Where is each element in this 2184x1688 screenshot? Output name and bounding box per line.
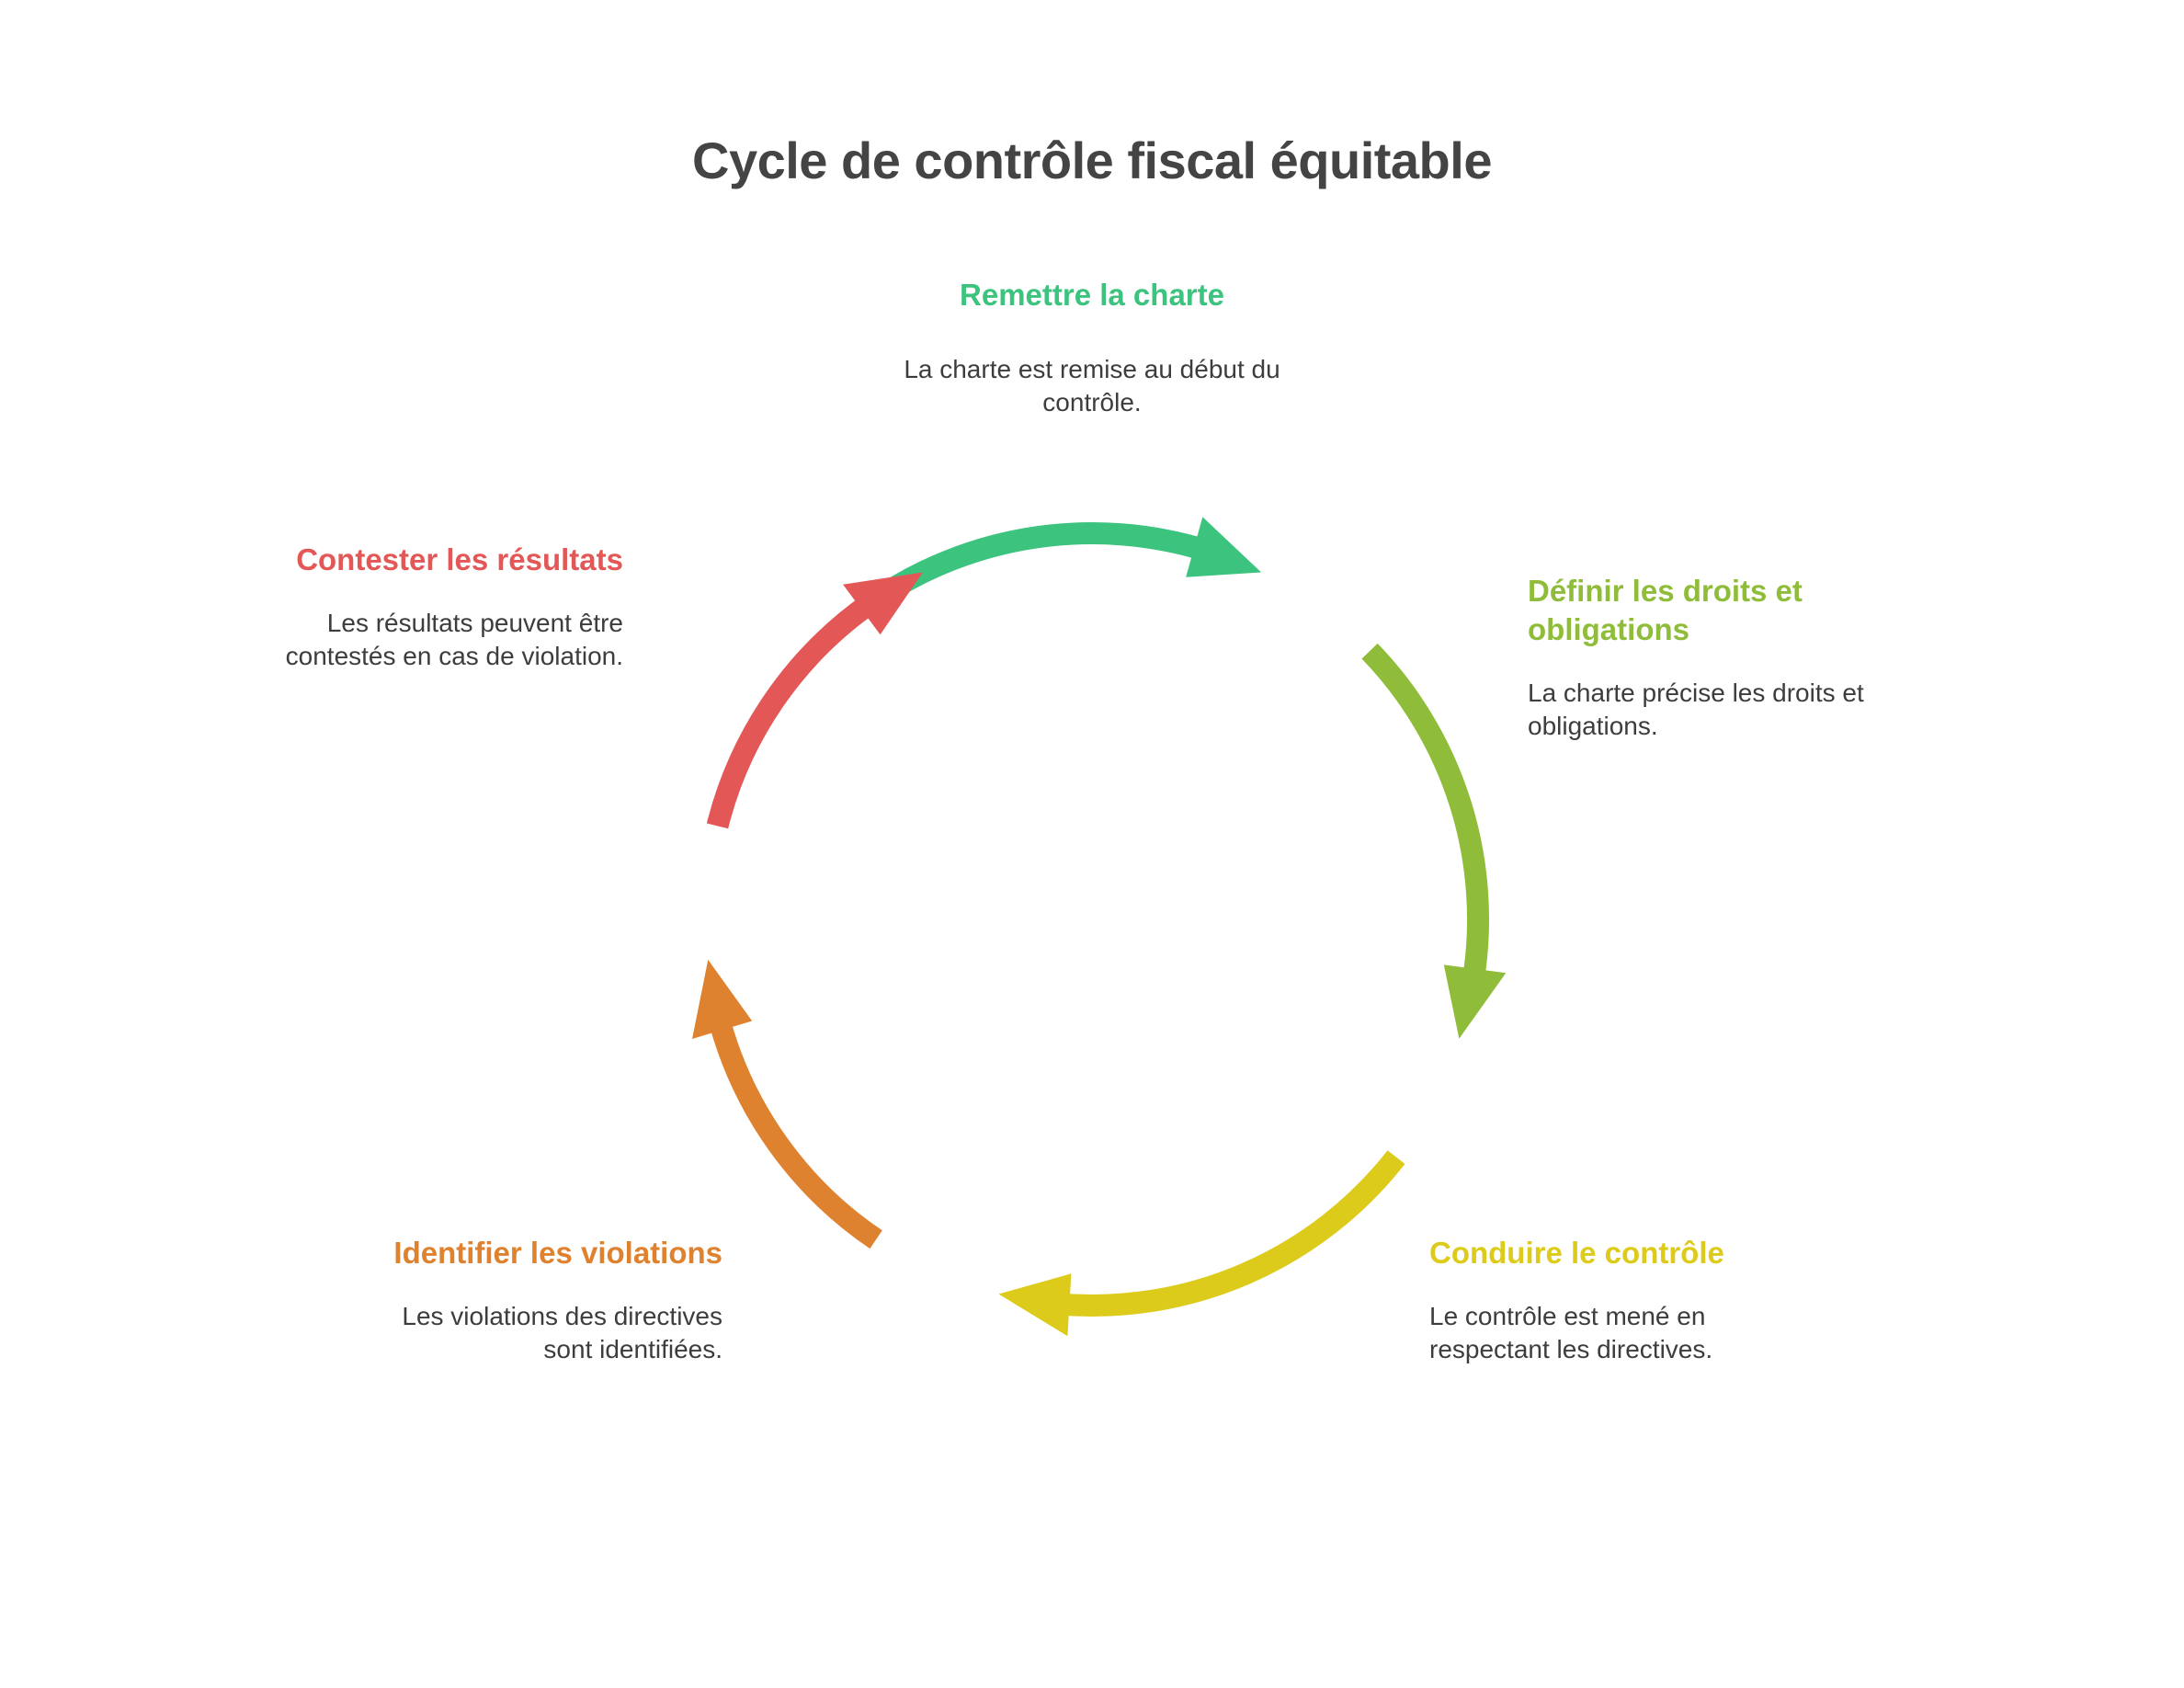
- step-identifier-les-violations: Identifier les violations Les violations…: [355, 1234, 722, 1366]
- step-contester-les-resultats: Contester les résultats Les résultats pe…: [256, 541, 623, 673]
- arrow-identifier-les-violations: [708, 1016, 882, 1249]
- arrow-conduire-le-controle: [1057, 1150, 1405, 1317]
- step-heading: Remettre la charte: [960, 278, 1224, 312]
- arrow-remettre-la-charte: [870, 522, 1208, 609]
- step-description: Le contrôle est mené en respectant les d…: [1429, 1302, 1713, 1363]
- step-description: La charte précise les droits et obligati…: [1528, 679, 1864, 740]
- step-remettre-la-charte: Remettre la charte La charte est remise …: [862, 276, 1322, 419]
- step-definir-les-droits: Définir les droits et obligations La cha…: [1528, 572, 1877, 743]
- step-description: Les violations des directives sont ident…: [402, 1302, 722, 1363]
- step-heading: Conduire le contrôle: [1429, 1236, 1724, 1270]
- diagram-title: Cycle de contrôle fiscal équitable: [692, 131, 1492, 189]
- arrowhead-conduire-le-controle: [998, 1273, 1072, 1337]
- step-description: Les résultats peuvent être contestés en …: [285, 609, 623, 670]
- step-heading: Identifier les violations: [393, 1236, 722, 1270]
- arrow-definir-les-droits: [1361, 643, 1490, 982]
- step-description: La charte est remise au début du contrôl…: [904, 355, 1280, 416]
- arrowhead-contester-les-resultats: [843, 572, 923, 635]
- arrow-contester-les-resultats: [706, 594, 877, 829]
- step-heading: Définir les droits et obligations: [1528, 574, 1803, 646]
- step-conduire-le-controle: Conduire le contrôle Le contrôle est men…: [1429, 1234, 1797, 1366]
- arrowhead-identifier-les-violations: [692, 959, 753, 1039]
- step-heading: Contester les résultats: [296, 542, 623, 576]
- arrowhead-remettre-la-charte: [1186, 517, 1262, 577]
- arrowhead-definir-les-droits: [1443, 964, 1507, 1039]
